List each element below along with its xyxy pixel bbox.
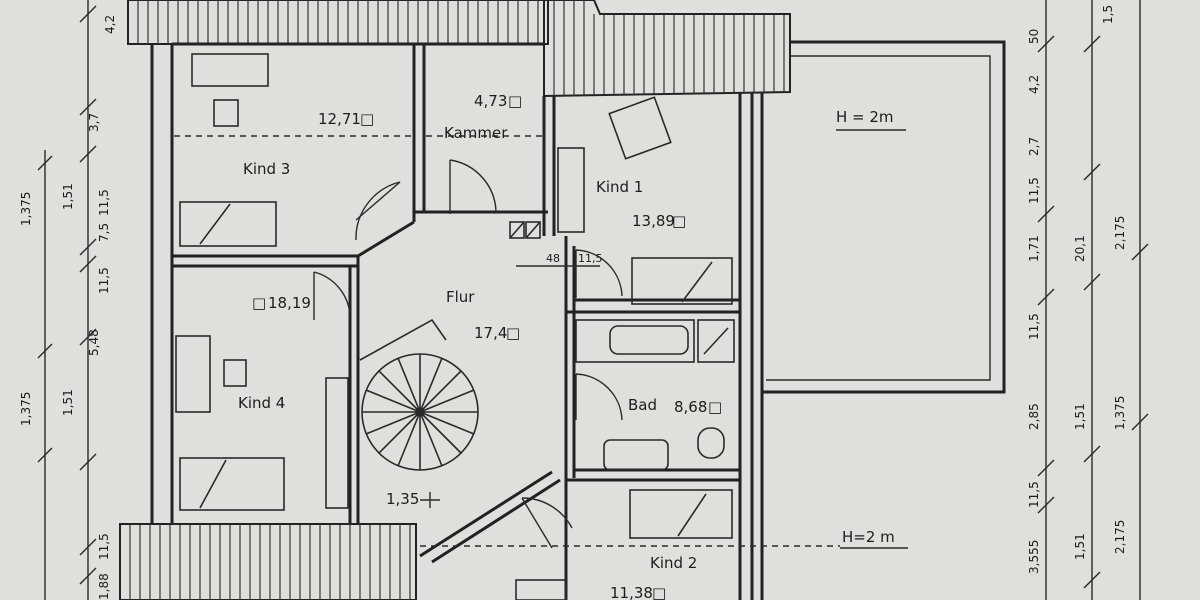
roof-hatch-top — [127, 0, 549, 45]
area-marker-kind2: □ — [652, 584, 666, 600]
area-marker-flur: □ — [506, 324, 520, 342]
doors — [313, 159, 623, 549]
interior-dim-48: 48 — [546, 252, 560, 265]
room-area-kind3: 12,71 — [318, 110, 361, 128]
room-name-kind2: Kind 2 — [650, 554, 697, 572]
right-dim-11: 1,51 — [1073, 403, 1087, 430]
left-dim-9: 1,51 — [61, 389, 75, 416]
right-dim-5: 11,5 — [1027, 177, 1041, 204]
right-dim-4: 2,7 — [1027, 137, 1041, 156]
right-dim-1: 1,5 — [1101, 5, 1115, 24]
right-dim-15: 1,51 — [1073, 533, 1087, 560]
room-name-kammer: Kammer — [444, 124, 508, 142]
roof-hatch-top-right — [543, 0, 791, 98]
right-dimension-lines — [1037, 0, 1149, 600]
dimension-ticks — [420, 265, 600, 508]
left-dim-6: 7,5 — [97, 223, 111, 242]
right-dim-6: 1,71 — [1027, 235, 1041, 262]
room-area-bad: 8,68 — [674, 398, 707, 416]
furniture — [175, 53, 735, 600]
interior-dim-1-35: 1,35 — [386, 490, 419, 508]
right-dim-10: 2,85 — [1027, 403, 1041, 430]
room-area-kind2: 11,38 — [610, 584, 653, 600]
right-dim-16: 2,175 — [1113, 520, 1127, 554]
right-dim-8: 20,1 — [1073, 235, 1087, 262]
left-dim-2: 3,7 — [87, 113, 101, 132]
room-name-flur: Flur — [446, 288, 475, 306]
right-dim-3: 4,2 — [1027, 75, 1041, 94]
right-dim-7: 2,175 — [1113, 216, 1127, 250]
right-dim-2: 50 — [1027, 29, 1041, 44]
left-dim-3: 1,51 — [61, 183, 75, 210]
left-dim-1: 4,2 — [103, 15, 117, 34]
left-dim-5: 11,5 — [97, 189, 111, 216]
left-dimension-lines — [37, 0, 97, 600]
room-name-kind1: Kind 1 — [596, 178, 643, 196]
left-dim-7: 11,5 — [97, 267, 111, 294]
left-dim-10: 1,375 — [19, 392, 33, 426]
area-marker-kammer: □ — [508, 92, 522, 110]
terrace-outline — [762, 40, 1006, 394]
vent-boxes — [509, 221, 541, 239]
room-name-kind3: Kind 3 — [243, 160, 290, 178]
spiral-staircase — [359, 318, 479, 471]
right-dim-14: 3,555 — [1027, 540, 1041, 574]
left-dim-12: 1,88 — [97, 573, 111, 600]
area-marker-kind4: □ — [252, 294, 266, 312]
height-note-top: H = 2m — [836, 108, 894, 126]
area-marker-kind1: □ — [672, 212, 686, 230]
room-area-kind1: 13,89 — [632, 212, 675, 230]
room-area-kind4: 18,19 — [268, 294, 311, 312]
left-dim-4: 1,375 — [19, 192, 33, 226]
right-dim-13: 11,5 — [1027, 481, 1041, 508]
right-dim-12: 1,375 — [1113, 396, 1127, 430]
height-lines — [174, 129, 908, 549]
room-name-bad: Bad — [628, 396, 657, 414]
interior-dim-11-5: 11,5 — [578, 252, 603, 265]
area-marker-kind3: □ — [360, 110, 374, 128]
left-dim-11: 11,5 — [97, 533, 111, 560]
right-dim-9: 11,5 — [1027, 313, 1041, 340]
room-area-kammer: 4,73 — [474, 92, 507, 110]
height-note-bottom: H=2 m — [842, 528, 895, 546]
walls — [150, 42, 764, 600]
room-name-kind4: Kind 4 — [238, 394, 285, 412]
roof-hatch-bottom — [119, 523, 417, 600]
left-dim-8: 5,48 — [87, 329, 101, 356]
area-marker-bad: □ — [708, 398, 722, 416]
room-area-flur: 17,4 — [474, 324, 507, 342]
